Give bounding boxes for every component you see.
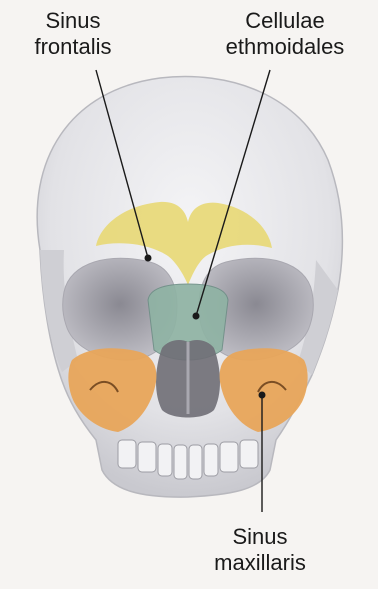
label-sinus-frontalis: Sinus frontalis [8, 8, 138, 60]
label-line-1: Sinus [8, 8, 138, 34]
label-line-1: Cellulae [200, 8, 370, 34]
label-cellulae-ethmoidales: Cellulae ethmoidales [200, 8, 370, 60]
label-sinus-maxillaris: Sinus maxillaris [185, 524, 335, 576]
label-line-1: Sinus [185, 524, 335, 550]
label-line-2: maxillaris [185, 550, 335, 576]
label-line-2: frontalis [8, 34, 138, 60]
label-line-2: ethmoidales [200, 34, 370, 60]
